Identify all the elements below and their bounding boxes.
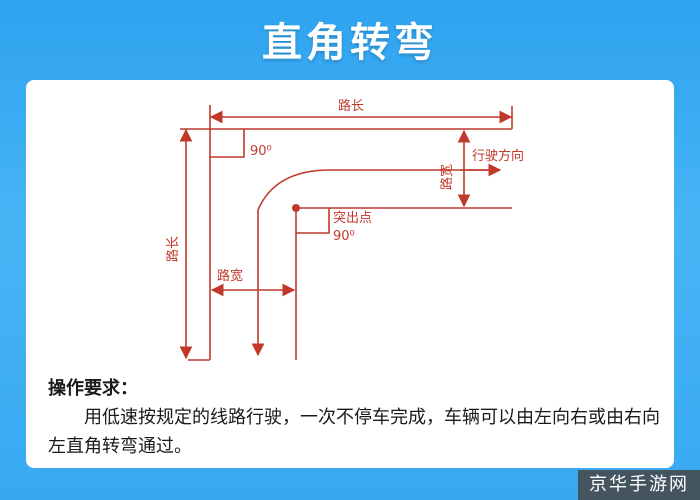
angle-top-label: 90⁰ [250, 144, 272, 159]
road-length-left-label: 路长 [165, 236, 181, 262]
page-title: 直角转弯 [262, 20, 438, 66]
road-length-top-label: 路长 [338, 98, 364, 114]
driving-direction-label: 行驶方向 [472, 148, 524, 164]
right-angle-box-top [210, 129, 245, 158]
right-angle-box-point [296, 208, 330, 234]
road-width-bottom-label: 路宽 [217, 268, 243, 284]
instructions: 操作要求： 用低速按规定的线路行驶，一次不停车完成，车辆可以由左向右或由右向左直… [48, 374, 660, 461]
watermark: 京华手游网 [578, 470, 700, 500]
protruding-point-dot [292, 204, 300, 212]
content-panel [26, 80, 674, 468]
protruding-point-label: 突出点 [333, 210, 372, 226]
road-width-right-label: 路宽 [439, 164, 455, 190]
instructions-heading: 操作要求： [48, 378, 138, 399]
instructions-body: 用低速按规定的线路行驶，一次不停车完成，车辆可以由左向右或由右向左直角转弯通过。 [48, 407, 660, 457]
driving-path [251, 169, 500, 357]
angle-bottom-label: 90⁰ [333, 229, 355, 244]
